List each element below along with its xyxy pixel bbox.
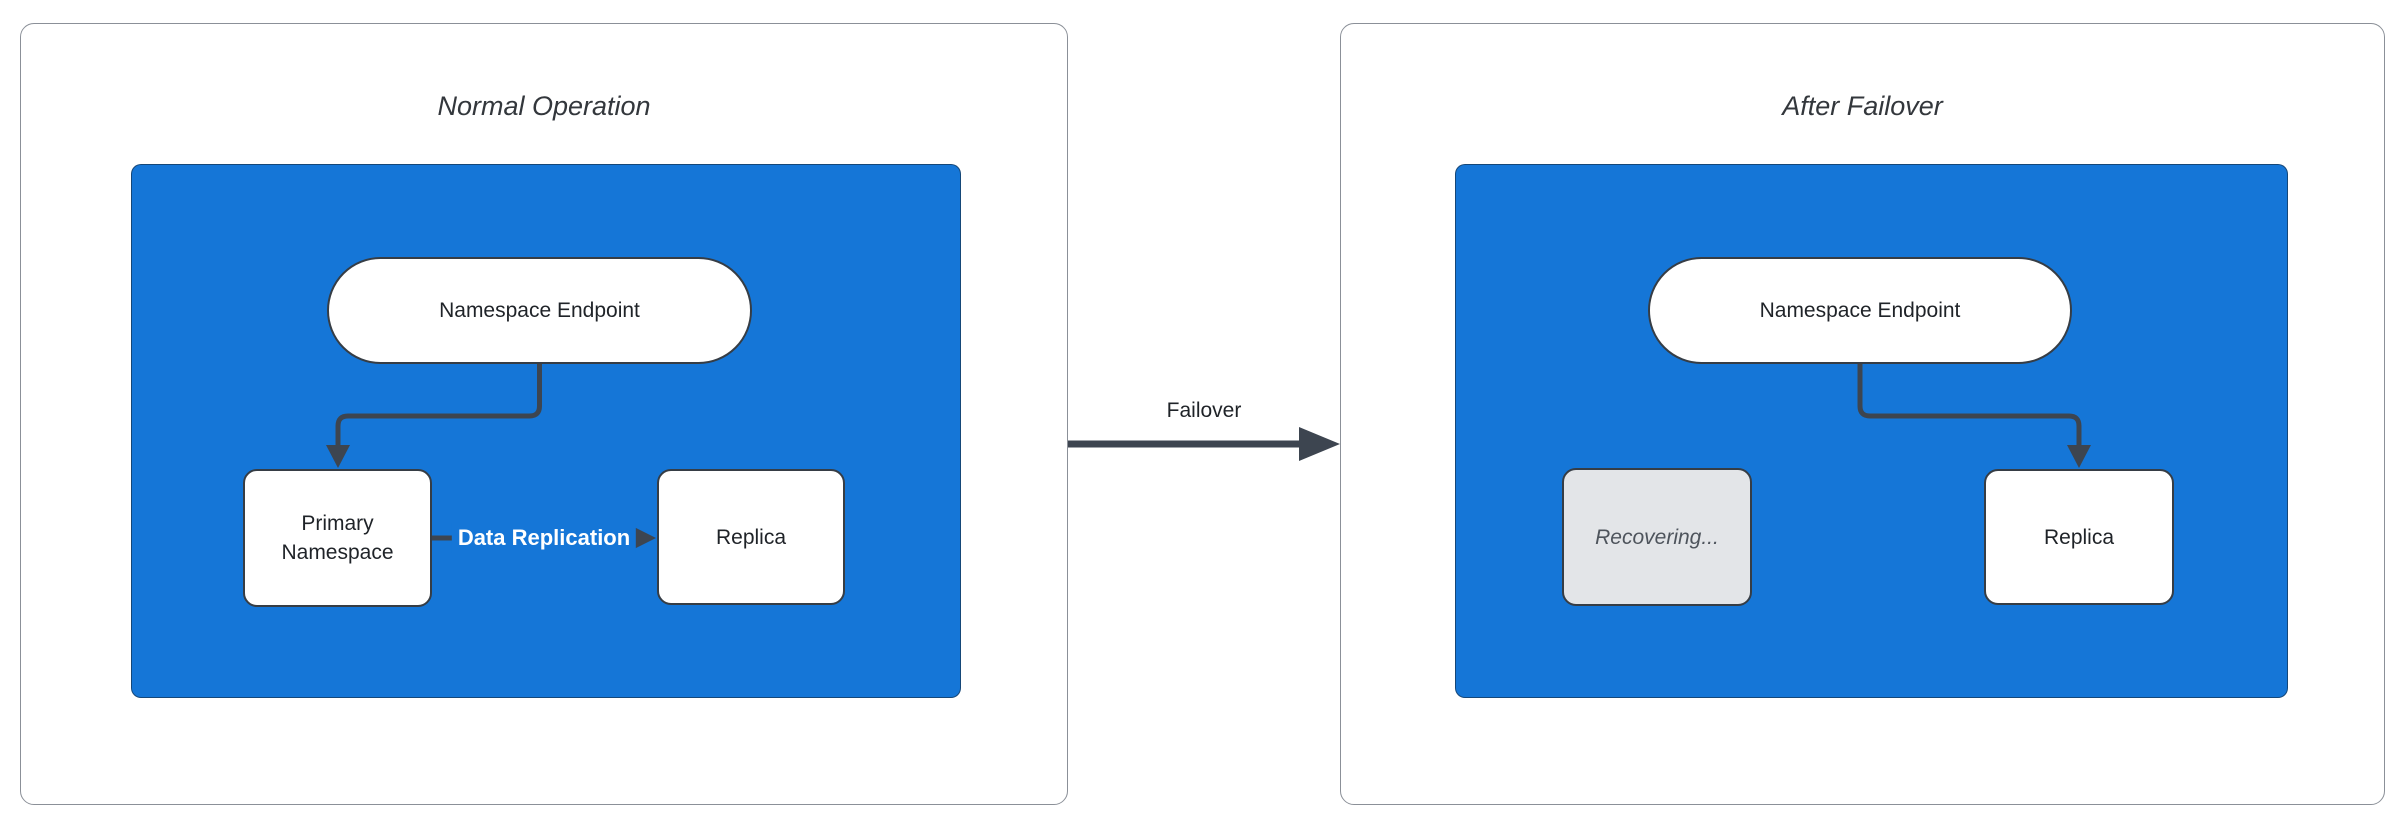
namespace-cluster: Namespace Endpoint Primary Namespace Rep… xyxy=(131,164,961,698)
panel-title: Normal Operation xyxy=(437,91,651,121)
primary-namespace-node: Primary Namespace xyxy=(243,469,432,607)
replica-node: Replica xyxy=(1984,469,2174,605)
arrowhead-right-icon xyxy=(632,526,656,550)
replica-node: Replica xyxy=(657,469,845,605)
node-label: Recovering... xyxy=(1595,525,1719,549)
panel-title: After Failover xyxy=(1782,91,1943,121)
endpoint-to-replica-connector xyxy=(1857,361,2091,468)
node-label: Namespace Endpoint xyxy=(439,299,640,322)
namespace-cluster: Namespace Endpoint Recovering... Replica xyxy=(1455,164,2288,698)
namespace-endpoint-node: Namespace Endpoint xyxy=(327,257,752,364)
namespace-endpoint-node: Namespace Endpoint xyxy=(1648,257,2072,364)
node-label: Replica xyxy=(715,525,787,549)
recovering-node: Recovering... xyxy=(1562,468,1752,606)
panel-normal-operation: Normal Operation Namespace Endpoint Prim… xyxy=(20,23,1068,805)
arrowhead-down-icon xyxy=(326,445,350,468)
panel-after-failover: After Failover Namespace Endpoint Recove… xyxy=(1340,23,2385,805)
node-label: Primary Namespace xyxy=(281,512,394,564)
node-label: Replica xyxy=(2043,525,2115,549)
endpoint-to-primary-connector xyxy=(326,361,542,468)
arrowhead-down-icon xyxy=(2067,445,2091,468)
node-label: Namespace Endpoint xyxy=(1759,299,1961,322)
failover-label: Failover xyxy=(1166,399,1242,422)
data-replication-arrow xyxy=(432,526,656,550)
data-replication-label: Data Replication xyxy=(451,523,637,553)
failover-arrow xyxy=(1068,427,1340,461)
arrowhead-right-icon xyxy=(1299,427,1340,461)
